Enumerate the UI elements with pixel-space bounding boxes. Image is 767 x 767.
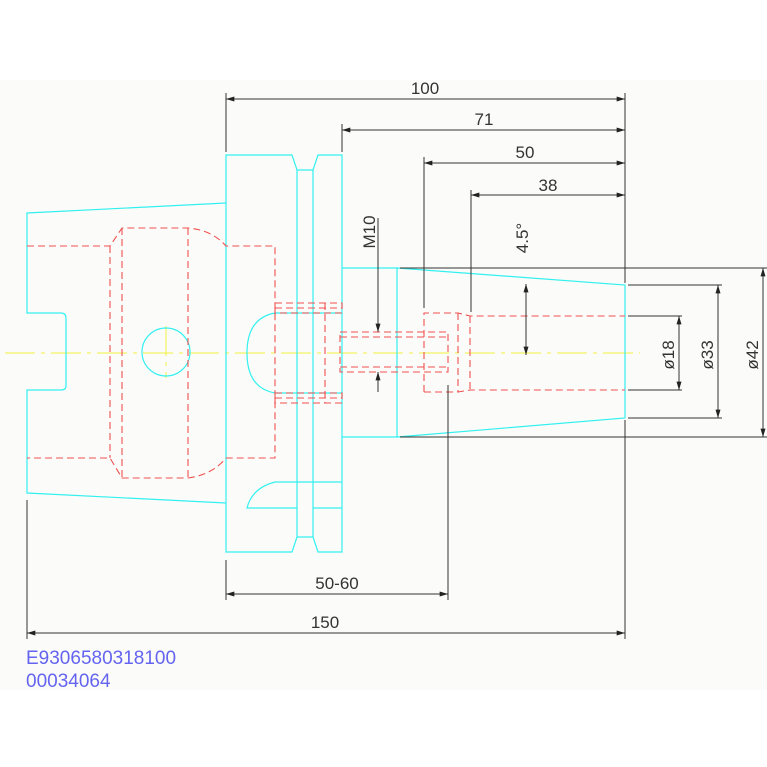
dim-71: 71 <box>475 110 494 129</box>
dim-38: 38 <box>539 176 558 195</box>
dimension-lines <box>26 93 767 639</box>
dim-100: 100 <box>411 79 439 98</box>
dim-taper-angle: 4.5° <box>513 223 532 253</box>
dim-d33: ø33 <box>698 340 717 369</box>
dim-m10: M10 <box>360 215 379 248</box>
drawing-area <box>0 80 767 690</box>
dim-150: 150 <box>311 613 339 632</box>
hidden-lines <box>27 227 625 479</box>
part-number: E9306580318100 <box>26 648 176 669</box>
dim-50-60: 50-60 <box>315 574 358 593</box>
part-outline <box>26 154 626 553</box>
drawing-code: 00034064 <box>26 671 111 692</box>
dim-d18: ø18 <box>659 340 678 369</box>
dim-50: 50 <box>516 143 535 162</box>
dim-d42: ø42 <box>743 340 762 369</box>
